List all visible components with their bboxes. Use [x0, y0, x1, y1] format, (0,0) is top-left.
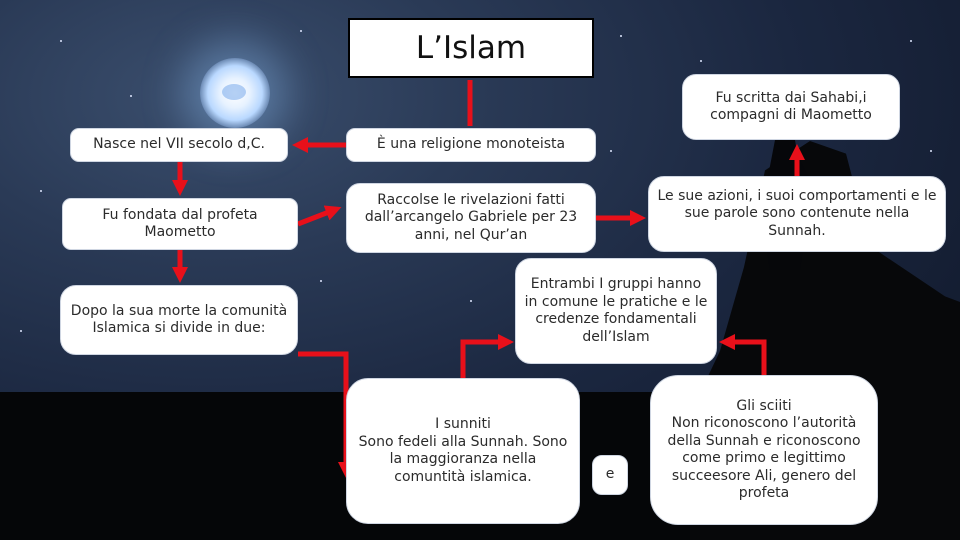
star: [700, 60, 702, 62]
node-sunniti: I sunniti Sono fedeli alla Sunnah. Sono …: [346, 378, 580, 524]
node-fondata: Fu fondata dal profeta Maometto: [62, 198, 298, 250]
star: [20, 330, 22, 332]
node-morte: Dopo la sua morte la comunità Islamica s…: [60, 285, 298, 355]
star: [930, 150, 932, 152]
node-religione: È una religione monoteista: [346, 128, 596, 162]
star: [60, 40, 62, 42]
node-rivelazioni: Raccolse le rivelazioni fatti dall’arcan…: [346, 183, 596, 253]
node-comune: Entrambi I gruppi hanno in comune le pra…: [515, 258, 717, 364]
star: [300, 30, 302, 32]
moon: [200, 58, 270, 128]
connector-e: e: [592, 455, 628, 495]
node-sciiti: Gli sciiti Non riconoscono l’autorità de…: [650, 375, 878, 525]
star: [620, 35, 622, 37]
star: [40, 190, 42, 192]
star: [910, 40, 912, 42]
star: [610, 150, 612, 152]
node-sahabi: Fu scritta dai Sahabi,i compagni di Maom…: [682, 74, 900, 140]
star: [320, 280, 322, 282]
node-nasce: Nasce nel VII secolo d,C.: [70, 128, 288, 162]
star: [130, 95, 132, 97]
star: [470, 300, 472, 302]
page-title: L’Islam: [348, 18, 594, 78]
node-sunnah: Le sue azioni, i suoi comportamenti e le…: [648, 176, 946, 252]
